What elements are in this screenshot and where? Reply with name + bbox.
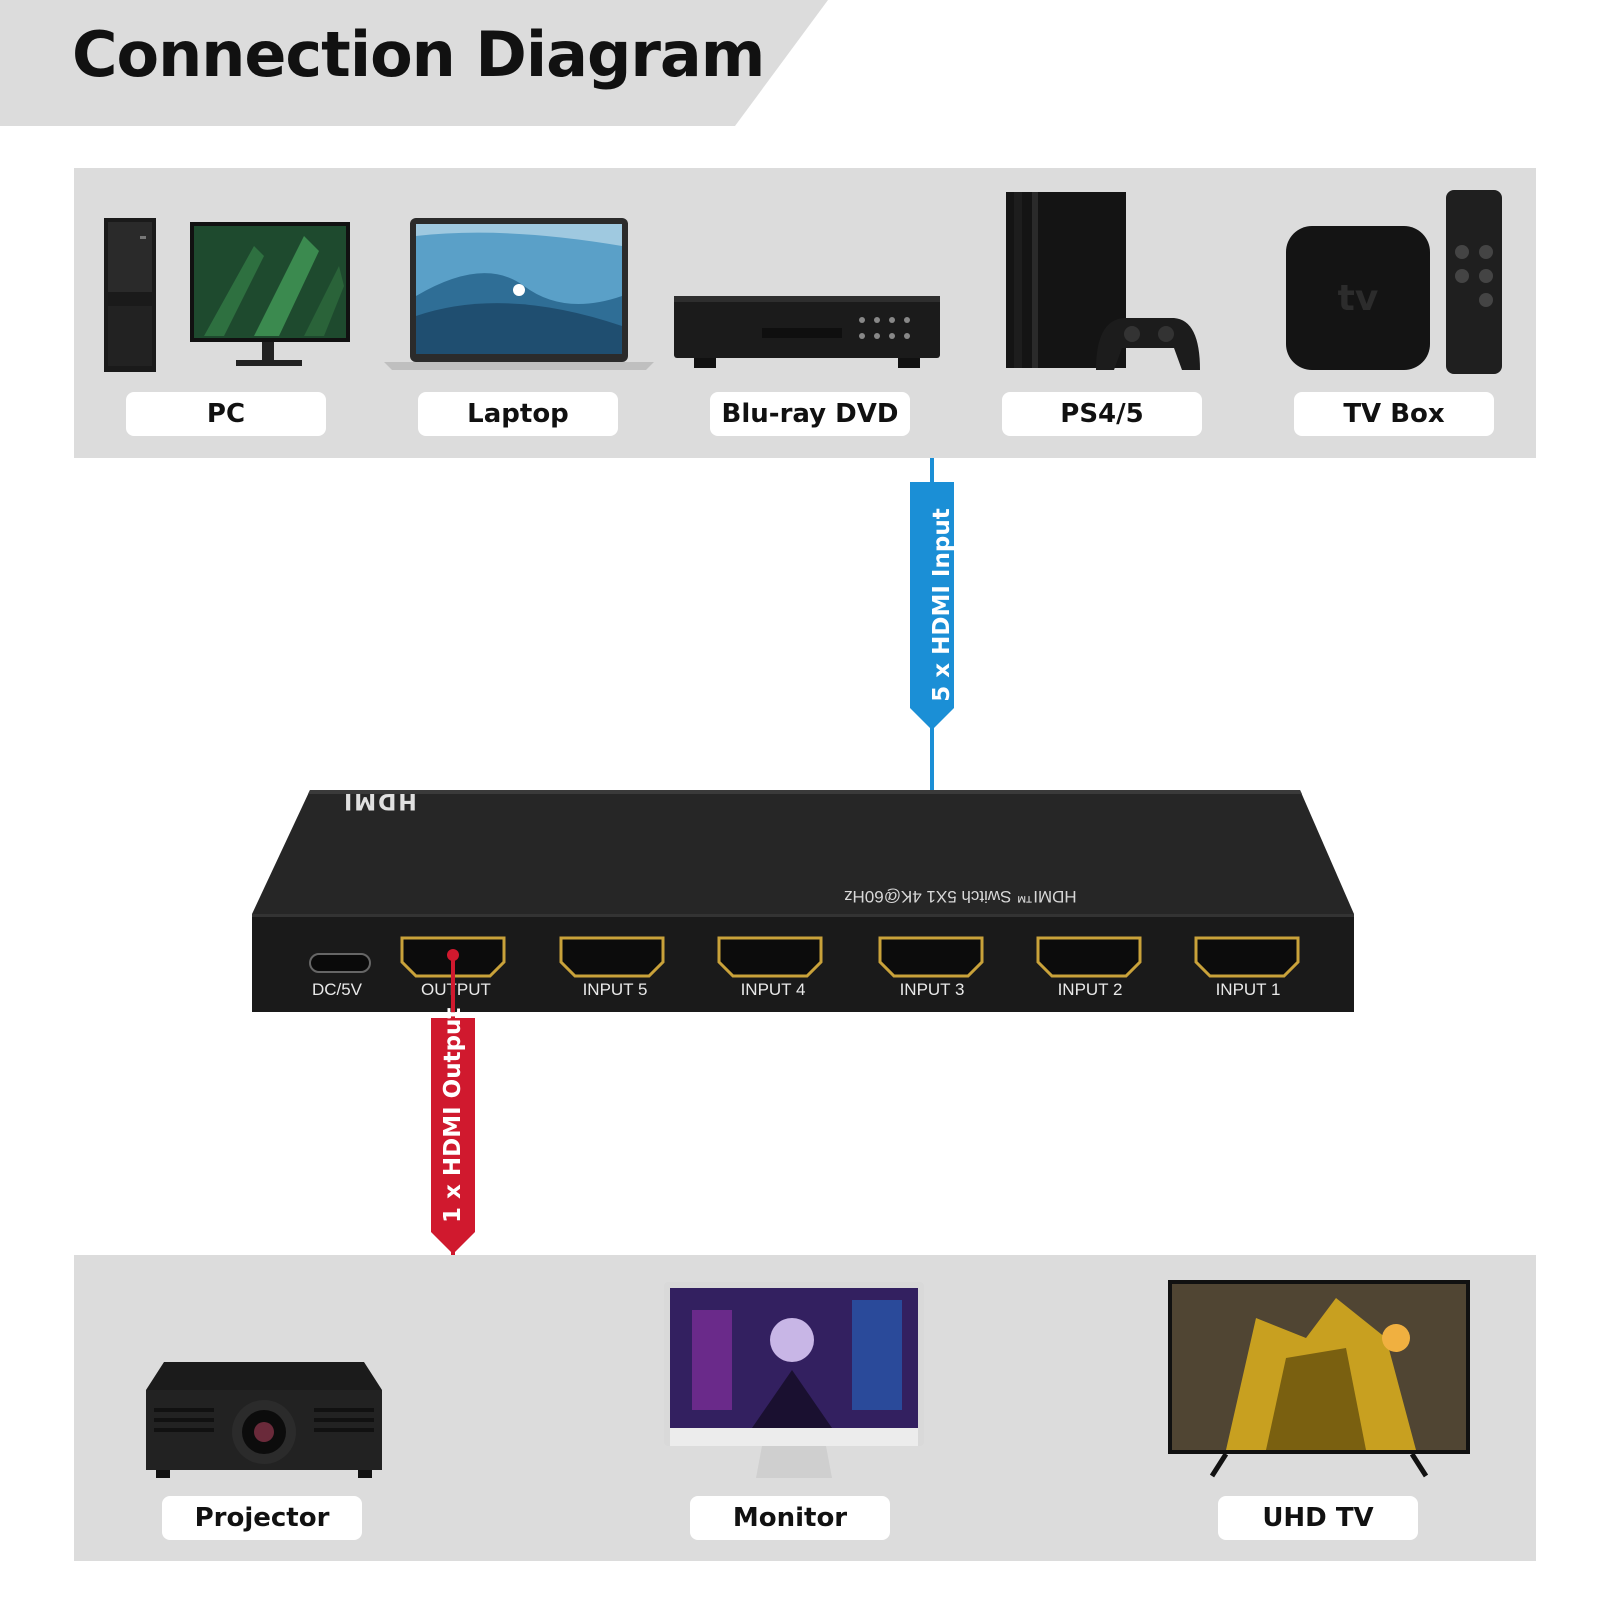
source-label-bluray: Blu-ray DVD — [710, 392, 910, 436]
port-label-input3: INPUT 3 — [899, 980, 965, 999]
title-banner-shape — [0, 0, 828, 126]
monitor-icon — [662, 1280, 926, 1480]
output-arrow-badge — [431, 1018, 475, 1254]
display-label-uhd-tv: UHD TV — [1218, 1496, 1418, 1540]
port-label-dc: DC/5V — [311, 980, 363, 999]
source-label-tvbox: TV Box — [1294, 392, 1494, 436]
display-label-monitor: Monitor — [690, 1496, 890, 1540]
source-label-ps: PS4/5 — [1002, 392, 1202, 436]
display-label-projector: Projector — [162, 1496, 362, 1540]
input-arrow-badge — [910, 482, 954, 730]
hdmi-switch-device — [250, 786, 1360, 1014]
tv-box-icon: tv — [1284, 188, 1504, 378]
laptop-icon — [384, 216, 654, 376]
source-label-pc: PC — [126, 392, 326, 436]
projector-icon — [144, 1360, 384, 1480]
port-label-input1: INPUT 1 — [1215, 980, 1281, 999]
output-connector-label: 1 x HDMI Output — [440, 1007, 466, 1223]
source-label-laptop: Laptop — [418, 392, 618, 436]
port-label-input4: INPUT 4 — [740, 980, 806, 999]
port-label-output: OUTPUT — [421, 980, 491, 999]
port-label-input2: INPUT 2 — [1057, 980, 1123, 999]
page-title: Connection Diagram — [72, 18, 765, 91]
port-label-input5: INPUT 5 — [582, 980, 648, 999]
pc-icon — [104, 216, 354, 376]
game-console-icon — [1004, 190, 1204, 380]
bluray-player-icon — [672, 292, 942, 372]
title-banner: Connection Diagram — [0, 0, 830, 126]
svg-text:tv: tv — [1338, 278, 1379, 319]
uhd-tv-icon — [1166, 1278, 1472, 1480]
